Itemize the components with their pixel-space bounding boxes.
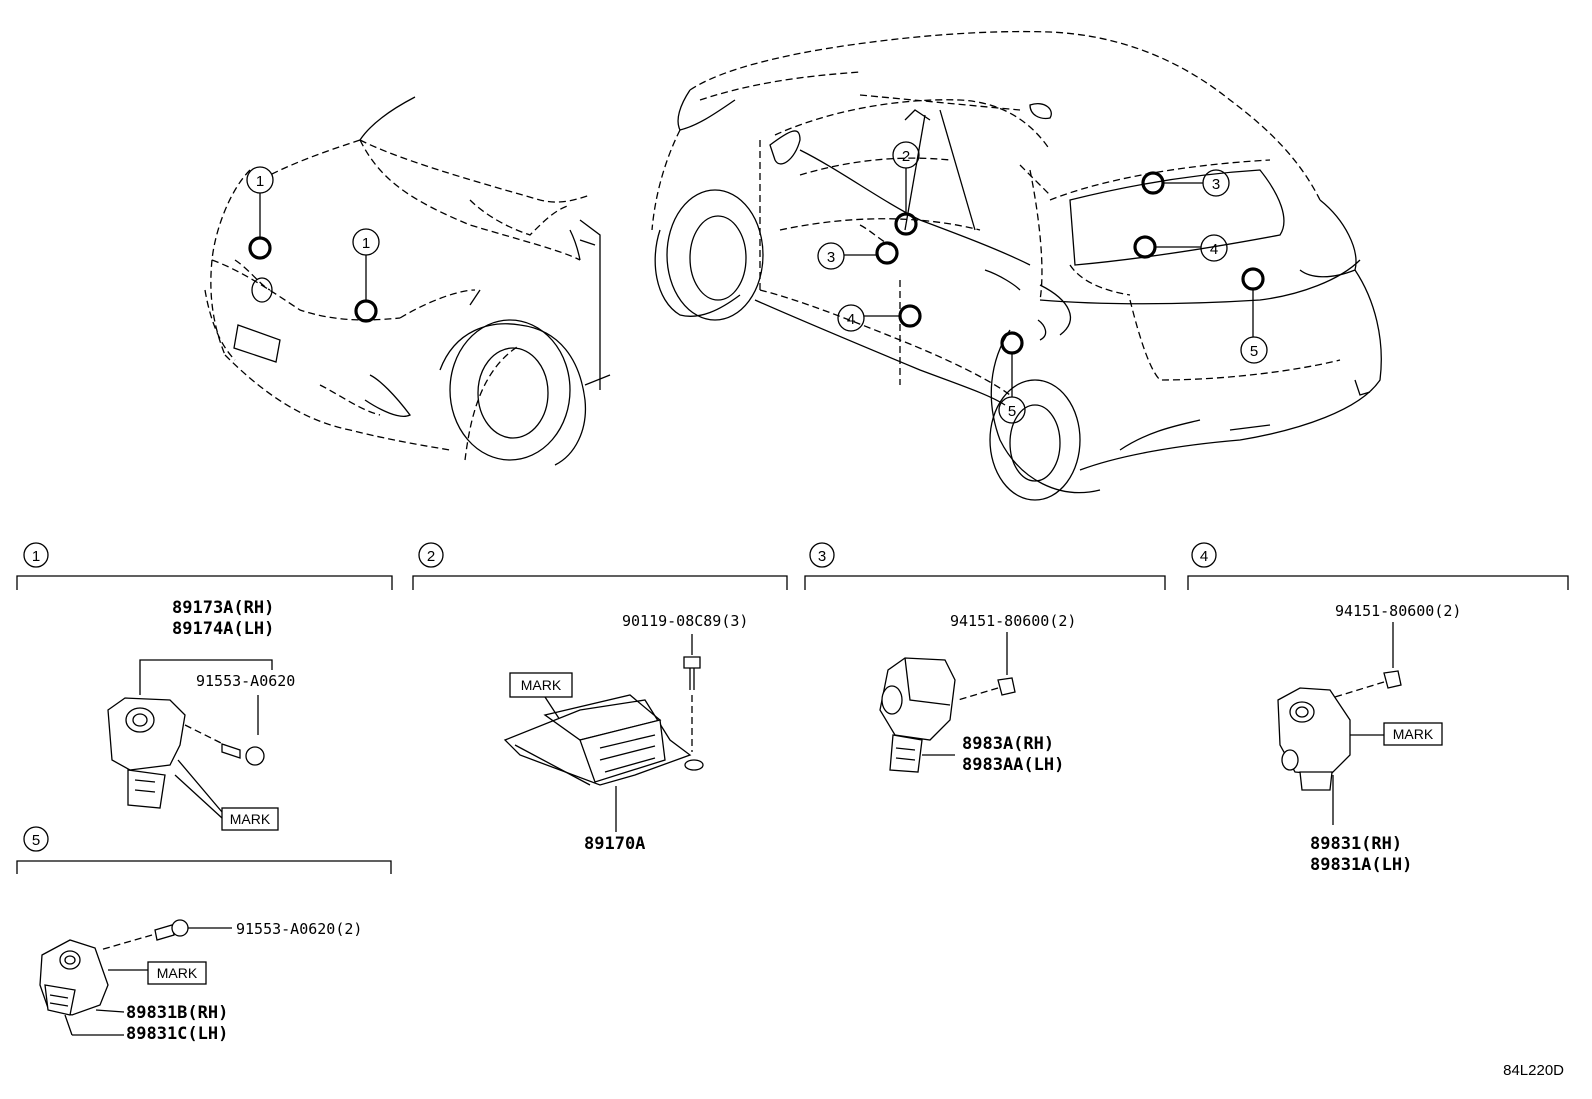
section-1-number: 1 [32,548,40,565]
part-8983AA: 8983AA(LH) [962,755,1064,775]
callout-4-car-right: 4 [1210,241,1218,258]
part-90119-08C89: 90119-08C89(3) [622,612,748,630]
sensor-marker-5-left [998,331,1026,424]
mark-label-4: MARK [1393,726,1434,742]
mark-label-2: MARK [521,677,562,693]
part-94151-80600-s4: 94151-80600(2) [1335,602,1461,620]
bolt-90119-icon [683,656,701,690]
mark-box-2 [509,672,573,698]
mark-box-1 [221,807,279,831]
rear-car-illustration [651,30,1382,501]
section-3: 3 94151-80600(2) 8983A(RH) 8983AA(LH) [804,542,1166,775]
section-4: 4 94151-80600(2) MARK 89831(RH) 89831A(L… [1187,542,1569,875]
section-3-number: 3 [818,548,826,565]
part-8983A: 8983A(RH) [962,734,1054,754]
callout-5-car-left: 5 [1008,403,1016,420]
sensor-marker-4-left [837,304,922,332]
sensor-marker-4-right [1133,234,1228,262]
nut-94151-icon-s4 [1383,670,1402,689]
sensor-marker-3-right [1141,169,1230,197]
mark-box-5 [147,961,207,985]
callout-1-front-right: 1 [362,235,370,252]
nut-94151-icon-s3 [997,677,1016,696]
part-89831A: 89831A(LH) [1310,855,1412,875]
part-91553-A0620-2: 91553-A0620(2) [236,920,362,938]
section-5-number: 5 [32,832,40,849]
part-89170A: 89170A [584,834,645,854]
front-car-illustration [204,96,611,466]
mark-box-4 [1383,722,1443,746]
callout-1-front-left: 1 [256,173,264,190]
bolt-91553-icon [221,743,265,766]
front-sensor-marker-left [246,166,274,260]
part-89831B: 89831B(RH) [126,1003,228,1023]
sensor-8983A-icon [879,657,956,773]
sensor-89173A-icon [107,697,186,809]
callout-4-car-left: 4 [847,311,855,328]
sensor-marker-2 [892,141,920,236]
section-2: 2 90119-08C89(3) MARK 89170A [412,542,788,854]
part-89831C: 89831C(LH) [126,1024,228,1044]
part-89831: 89831(RH) [1310,834,1402,854]
mark-label-1: MARK [230,811,271,827]
callout-2-car: 2 [902,148,910,165]
callout-5-car-right: 5 [1250,343,1258,360]
section-1: 1 89173A(RH) 89174A(LH) 91553-A0620 MARK [16,542,393,831]
section-5: 5 91553-A0620(2) MARK 89831B(RH) 89831C(… [16,826,392,1044]
part-89174A: 89174A(LH) [172,619,274,639]
airbag-ecu-89170A-icon [503,694,692,786]
part-89173A: 89173A(RH) [172,598,274,618]
section-4-number: 4 [1200,548,1208,565]
sensor-marker-3-left [817,241,899,270]
bolt-91553-icon-s5 [154,919,189,941]
sensor-89831-icon [1277,687,1351,791]
part-94151-80600-s3: 94151-80600(2) [950,612,1076,630]
front-sensor-marker-right [352,228,380,323]
section-2-number: 2 [427,548,435,565]
sensor-89831B-icon [39,939,109,1016]
mark-label-5: MARK [157,965,198,981]
part-91553-A0620: 91553-A0620 [196,672,295,690]
reference-code: 84L220D [1503,1062,1564,1079]
callout-3-car-right: 3 [1212,176,1220,193]
callout-3-car-left: 3 [827,249,835,266]
sensor-marker-5-right [1240,267,1268,364]
